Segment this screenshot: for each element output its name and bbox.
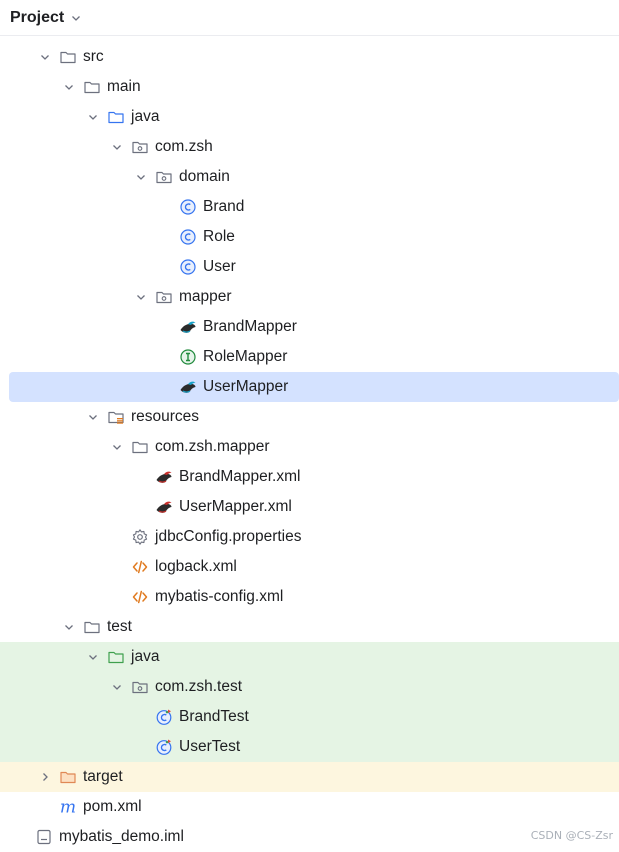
source-folder-icon — [107, 108, 125, 126]
tree-node[interactable]: src — [0, 42, 619, 72]
tree-node[interactable]: main — [0, 72, 619, 102]
tree-node[interactable]: java — [0, 102, 619, 132]
chevron-down-icon[interactable] — [110, 140, 124, 154]
iml-file-icon — [35, 828, 53, 846]
folder-icon — [83, 618, 101, 636]
class-icon — [179, 258, 197, 276]
tree-node[interactable]: mybatis_demo.iml — [0, 822, 619, 852]
tree-node[interactable]: BrandMapper.xml — [0, 462, 619, 492]
tree-node[interactable]: User — [0, 252, 619, 282]
mybatis-bird-icon — [179, 378, 197, 396]
tree-node-label: jdbcConfig.properties — [155, 528, 302, 545]
package-icon — [155, 168, 173, 186]
tree-node-label: pom.xml — [83, 798, 142, 815]
watermark: CSDN @CS-Zsr — [530, 829, 613, 842]
folder-icon — [59, 48, 77, 66]
tree-node[interactable]: domain — [0, 162, 619, 192]
tree-node[interactable]: java — [0, 642, 619, 672]
tree-node[interactable]: UserTest — [0, 732, 619, 762]
tree-node[interactable]: mapper — [0, 282, 619, 312]
tree-node-label: Brand — [203, 198, 245, 215]
tree-node[interactable]: resources — [0, 402, 619, 432]
tree-node[interactable]: com.zsh.mapper — [0, 432, 619, 462]
tree-node[interactable]: UserMapper — [9, 372, 619, 402]
tree-node-label: java — [131, 648, 160, 665]
xml-icon — [131, 588, 149, 606]
tree-node-label: UserMapper.xml — [179, 498, 292, 515]
resources-folder-icon — [107, 408, 125, 426]
chevron-down-icon[interactable] — [86, 110, 100, 124]
project-view-title[interactable]: Project — [10, 8, 65, 26]
tree-node[interactable]: RoleMapper — [0, 342, 619, 372]
folder-icon — [131, 438, 149, 456]
tree-node-label: mapper — [179, 288, 232, 305]
mybatis-xml-icon — [155, 498, 173, 516]
tree-node-label: mybatis_demo.iml — [59, 828, 184, 845]
tree-node-label: main — [107, 78, 141, 95]
chevron-down-icon[interactable] — [134, 290, 148, 304]
interface-icon — [179, 348, 197, 366]
tree-node[interactable]: mybatis-config.xml — [0, 582, 619, 612]
gear-icon — [131, 528, 149, 546]
tree-node-label: target — [83, 768, 123, 785]
excluded-folder-icon — [59, 768, 77, 786]
tree-node-label: RoleMapper — [203, 348, 288, 365]
tree-node[interactable]: test — [0, 612, 619, 642]
tree-node[interactable]: Role — [0, 222, 619, 252]
mybatis-bird-icon — [179, 318, 197, 336]
chevron-down-icon[interactable] — [110, 440, 124, 454]
package-icon — [131, 678, 149, 696]
tree-node-label: resources — [131, 408, 200, 425]
xml-icon — [131, 558, 149, 576]
tree-node-label: BrandMapper.xml — [179, 468, 301, 485]
mybatis-xml-icon — [155, 468, 173, 486]
tree-node[interactable]: com.zsh.test — [0, 672, 619, 702]
project-tool-window-header: Project — [0, 0, 619, 36]
tree-node-label: domain — [179, 168, 230, 185]
tree-node-label: BrandTest — [179, 708, 249, 725]
chevron-right-icon[interactable] — [38, 770, 52, 784]
chevron-down-icon[interactable] — [70, 12, 82, 24]
tree-node[interactable]: logback.xml — [0, 552, 619, 582]
package-icon — [131, 138, 149, 156]
tree-node[interactable]: target — [0, 762, 619, 792]
chevron-down-icon[interactable] — [62, 80, 76, 94]
tree-node[interactable]: UserMapper.xml — [0, 492, 619, 522]
tree-node-label: logback.xml — [155, 558, 237, 575]
class-icon — [179, 228, 197, 246]
tree-node-label: BrandMapper — [203, 318, 297, 335]
tree-node[interactable]: m pom.xml — [0, 792, 619, 822]
tree-node-label: mybatis-config.xml — [155, 588, 284, 605]
class-icon — [179, 198, 197, 216]
chevron-down-icon[interactable] — [134, 170, 148, 184]
test-folder-icon — [107, 648, 125, 666]
tree-node[interactable]: Brand — [0, 192, 619, 222]
tree-node[interactable]: jdbcConfig.properties — [0, 522, 619, 552]
chevron-down-icon[interactable] — [38, 50, 52, 64]
maven-icon: m — [59, 798, 77, 816]
tree-node-label: src — [83, 48, 104, 65]
tree-node-label: test — [107, 618, 132, 635]
test-class-icon — [155, 738, 173, 756]
tree-node[interactable]: BrandTest — [0, 702, 619, 732]
chevron-down-icon[interactable] — [86, 410, 100, 424]
tree-node-label: User — [203, 258, 236, 275]
chevron-down-icon[interactable] — [110, 680, 124, 694]
tree-node-label: UserMapper — [203, 378, 289, 395]
svg-text:m: m — [60, 798, 76, 816]
test-class-icon — [155, 708, 173, 726]
tree-node[interactable]: BrandMapper — [0, 312, 619, 342]
tree-node-label: com.zsh.test — [155, 678, 242, 695]
tree-node-label: com.zsh.mapper — [155, 438, 270, 455]
tree-node-label: UserTest — [179, 738, 241, 755]
tree-node-label: com.zsh — [155, 138, 213, 155]
chevron-down-icon[interactable] — [62, 620, 76, 634]
chevron-down-icon[interactable] — [86, 650, 100, 664]
tree-node-label: java — [131, 108, 160, 125]
tree-node-label: Role — [203, 228, 235, 245]
package-icon — [155, 288, 173, 306]
tree-node[interactable]: com.zsh — [0, 132, 619, 162]
folder-icon — [83, 78, 101, 96]
